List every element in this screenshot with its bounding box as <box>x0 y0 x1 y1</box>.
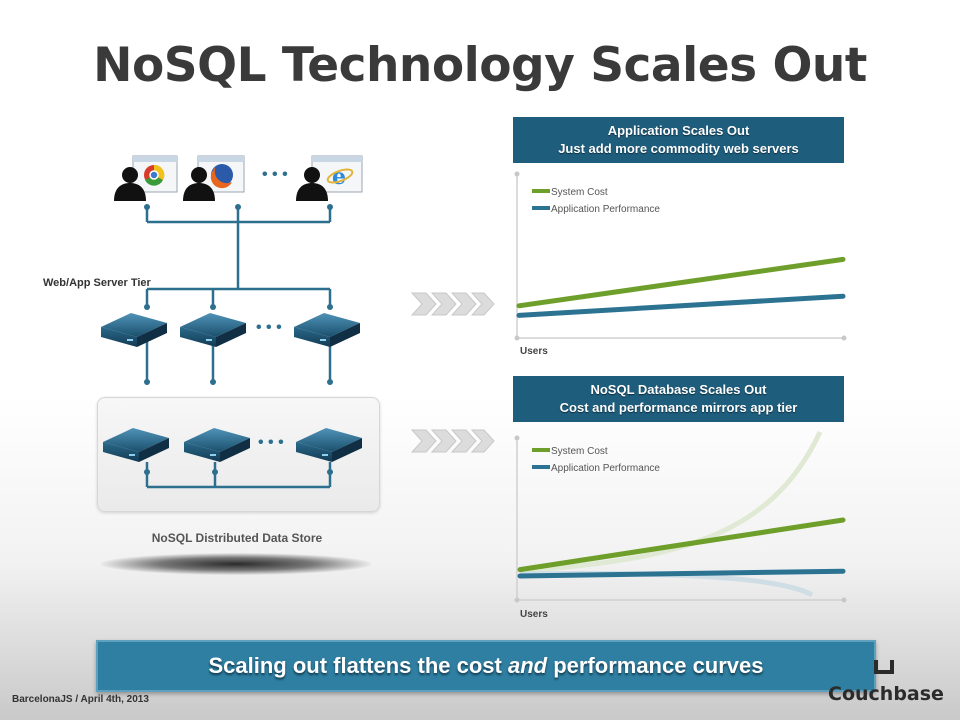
couchbase-logo-text: Couchbase <box>828 683 944 705</box>
nosql-server-1 <box>103 428 169 462</box>
architecture-diagram: e <box>101 155 363 489</box>
chart1: System Cost Application Performance User… <box>510 170 855 360</box>
banner-text-before: Scaling out flattens the cost <box>208 653 508 678</box>
internet-explorer-icon: e <box>332 164 346 190</box>
chart2-faded-cost-curve <box>519 430 823 574</box>
chart1-legend-performance: Application Performance <box>551 204 660 215</box>
chart2-title-line2: Cost and performance mirrors app tier <box>559 400 798 415</box>
footer-text: BarcelonaJS / April 4th, 2013 <box>12 694 149 705</box>
chart1-header: Application Scales Out Just add more com… <box>513 117 844 163</box>
couchbase-logo-icon <box>874 660 894 674</box>
chart1-series-cost <box>516 256 846 309</box>
chart2-title-line1: NoSQL Database Scales Out <box>590 382 767 397</box>
chart2-svg: System Cost Application Performance User… <box>514 430 847 620</box>
nosql-server-2 <box>184 428 250 462</box>
web-server-3 <box>294 313 360 347</box>
chart2: System Cost Application Performance User… <box>510 430 855 622</box>
arrows-top <box>410 292 495 316</box>
web-server-2 <box>180 313 246 347</box>
users-ellipsis: • • • <box>262 166 288 183</box>
chart1-svg: System Cost Application Performance User… <box>514 171 847 357</box>
nosql-tier-ellipsis: • • • <box>258 434 284 451</box>
chart2-legend-cost: System Cost <box>551 446 608 457</box>
arrows-bottom <box>410 429 495 453</box>
chart1-title-line2: Just add more commodity web servers <box>558 141 799 156</box>
slide-title: NoSQL Technology Scales Out <box>93 38 867 93</box>
chart1-legend-cost: System Cost <box>551 187 608 198</box>
chart2-xlabel: Users <box>520 609 548 620</box>
chart2-legend-performance: Application Performance <box>551 463 660 474</box>
chart1-title-line1: Application Scales Out <box>607 123 750 138</box>
banner-text-emphasis: and <box>507 653 548 678</box>
chart1-xlabel: Users <box>520 346 548 357</box>
chart2-header: NoSQL Database Scales Out Cost and perfo… <box>513 376 844 422</box>
user-chrome <box>114 155 178 201</box>
store-shadow <box>100 553 372 575</box>
banner-text-after: performance curves <box>547 653 764 678</box>
chart2-series-performance <box>517 568 846 579</box>
summary-banner: Scaling out flattens the cost and perfor… <box>96 640 876 692</box>
chart2-series-cost <box>517 517 846 573</box>
web-tier-ellipsis: • • • <box>256 319 282 336</box>
nosql-server-3 <box>296 428 362 462</box>
web-server-1 <box>101 313 167 347</box>
connector-dots <box>144 204 333 475</box>
chart1-series-performance <box>516 293 846 318</box>
user-internet-explorer: e <box>296 155 363 201</box>
nosql-store-label: NoSQL Distributed Data Store <box>151 531 323 545</box>
user-firefox <box>183 155 245 201</box>
web-tier-label: Web/App Server Tier <box>43 277 151 289</box>
